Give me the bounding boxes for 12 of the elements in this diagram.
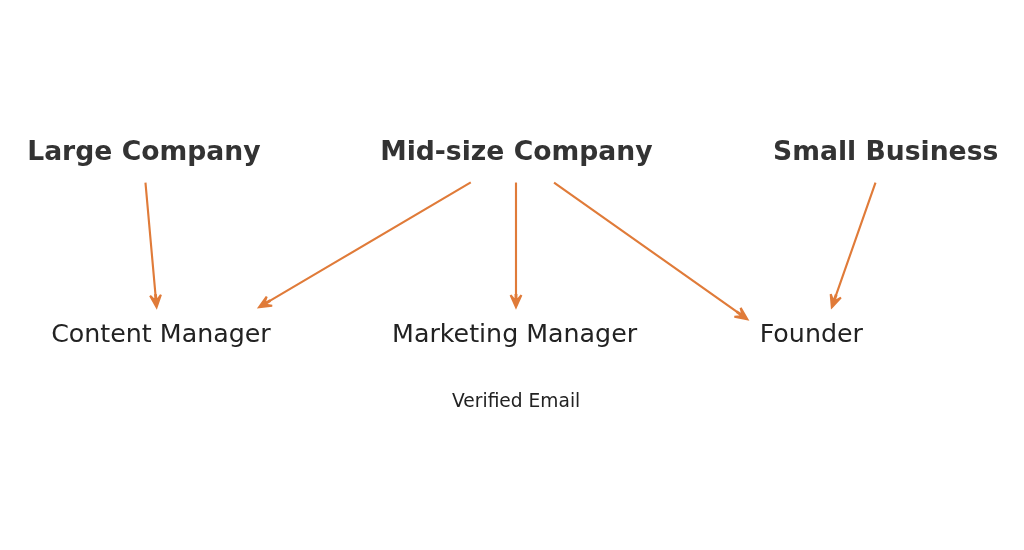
node-text: Founder: [759, 318, 863, 348]
arrow: [829, 181, 877, 308]
node-text: Large Company: [27, 134, 261, 166]
arrow: [553, 181, 749, 320]
node-text: Mid-size Company: [380, 134, 653, 166]
node-label: Verified Email: [452, 389, 581, 411]
arrow: [144, 181, 162, 308]
node-text: Content Manager: [51, 318, 271, 348]
node-text: Marketing Manager: [392, 318, 638, 348]
node-text: Small Business: [773, 134, 999, 166]
arrow: [509, 182, 523, 308]
arrow: [258, 180, 472, 308]
